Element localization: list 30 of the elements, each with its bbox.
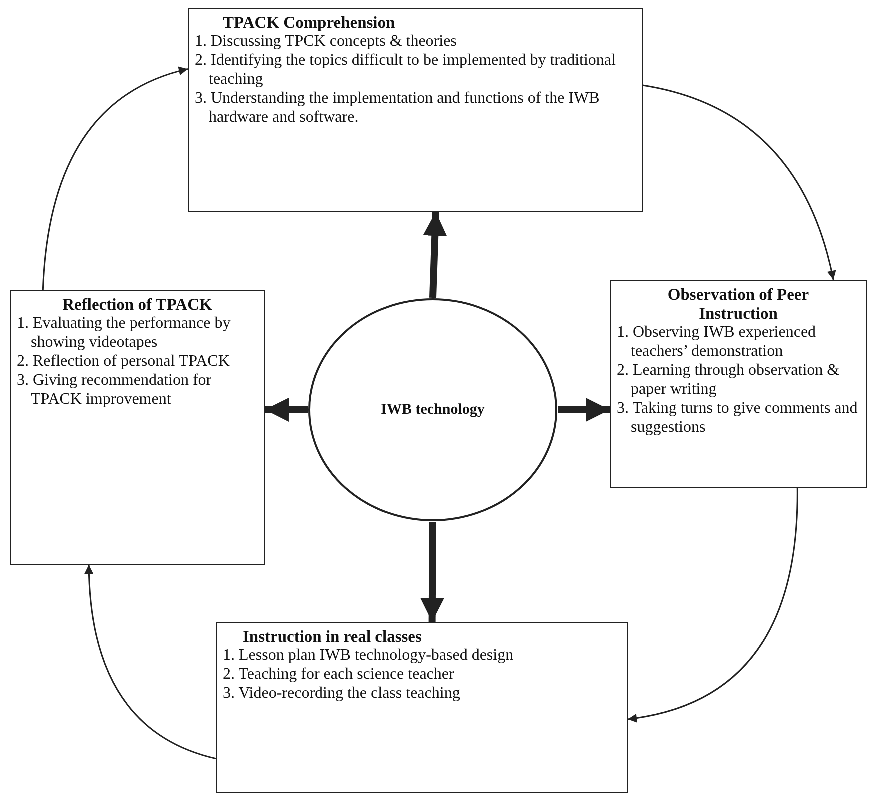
box-heading: Instruction in real classes [242,627,423,646]
process-box [10,290,265,565]
list-item: 2. Learning through observation & paper writing [617,361,841,399]
thick-arrow [264,398,308,422]
thick-arrow [420,522,444,622]
ellipse-node [308,298,558,522]
list-item: 1. Discussing TPCK concepts & theories [195,32,458,51]
process-box [610,280,867,488]
curved-arrow [42,67,188,290]
list-item: 2. Identifying the topics difficult to be implemented by traditional teaching [195,51,617,89]
thick-arrow [423,212,448,298]
list-item: 1. Evaluating the performance by showing videotapes [17,314,232,352]
list-item: 3. Video-recording the class teaching [223,684,462,703]
list-item: 3. Taking turns to give comments and suggestions [617,399,859,437]
list-item: 3. Giving recommendation for TPACK improvement [17,371,213,409]
box-heading: Reflection of TPACK [62,295,214,314]
box-heading: IWB technology [381,400,485,420]
list-item: 3. Understanding the implementation and functions of the IWB hardware and software. [195,89,601,127]
curved-arrow [642,84,836,280]
list-item: 1. Lesson plan IWB technology-based design [223,646,515,665]
box-heading: Observation of Peer Instruction [666,285,810,323]
curved-arrow [628,488,798,722]
curved-arrow [84,564,216,760]
list-item: 2. Teaching for each science teacher [223,665,456,684]
process-box [188,8,643,212]
list-item: 1. Observing IWB experienced teachers’ demonstration [617,323,818,361]
thick-arrow [558,398,610,422]
process-box [216,622,628,793]
list-item: 2. Reflection of personal TPACK [17,352,231,371]
box-heading: TPACK Comprehension [222,13,396,32]
